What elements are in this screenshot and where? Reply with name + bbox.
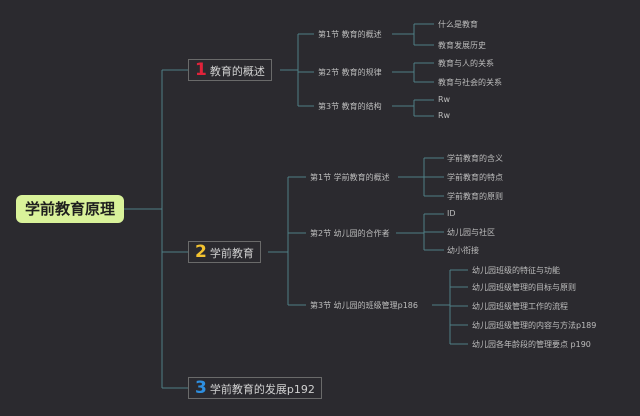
item-2-2-3[interactable]: 幼小衔接 [447, 246, 479, 255]
item-2-3-1[interactable]: 幼儿园班级的特征与功能 [472, 266, 560, 275]
section-1-3[interactable]: 第3节 教育的结构 [318, 102, 382, 111]
item-2-3-3[interactable]: 幼儿园班级管理工作的流程 [472, 302, 568, 311]
item-1-1-1[interactable]: 什么是教育 [438, 20, 478, 29]
item-2-3-4[interactable]: 幼儿园班级管理的内容与方法p189 [472, 321, 597, 330]
connector-branch1-sec1 [392, 23, 434, 46]
connector-branch2-sec2 [396, 213, 444, 251]
item-2-2-1[interactable]: ID [447, 209, 456, 218]
connector-branch1 [280, 33, 314, 107]
branch-3-number: 3 [195, 378, 207, 398]
section-2-3[interactable]: 第3节 幼儿园的班级管理p186 [310, 301, 418, 310]
branch-2-label: 学前教育 [209, 247, 254, 260]
branch-3-label: 学前教育的发展p192 [209, 383, 315, 396]
item-2-3-2[interactable]: 幼儿园班级管理的目标与原则 [472, 283, 576, 292]
root-topic[interactable]: 学前教育原理 [16, 195, 124, 223]
item-1-2-1[interactable]: 教育与人的关系 [438, 59, 494, 68]
item-2-1-2[interactable]: 学前教育的特点 [447, 173, 503, 182]
item-2-1-1[interactable]: 学前教育的含义 [447, 154, 503, 163]
connector-branch2-sec3 [432, 269, 468, 345]
connector-branch2-sec1 [398, 157, 444, 197]
item-2-1-3[interactable]: 学前教育的原则 [447, 192, 503, 201]
branch-1-number: 1 [195, 60, 207, 80]
connector-root-branch [124, 69, 188, 389]
connector-branch1-sec3 [392, 99, 434, 117]
item-1-3-2[interactable]: Rw [438, 111, 451, 120]
section-1-2[interactable]: 第2节 教育的规律 [318, 68, 382, 77]
branch-1-label: 教育的概述 [209, 65, 265, 78]
item-1-2-2[interactable]: 教育与社会的关系 [438, 78, 502, 87]
section-2-1[interactable]: 第1节 学前教育的概述 [310, 173, 390, 182]
connector-branch1-sec2 [392, 62, 434, 83]
item-2-2-2[interactable]: 幼儿园与社区 [447, 228, 495, 237]
section-1-1[interactable]: 第1节 教育的概述 [318, 30, 382, 39]
connector-branch2 [268, 176, 306, 306]
branch-2-number: 2 [195, 242, 207, 262]
item-1-3-1[interactable]: Rw [438, 95, 451, 104]
item-2-3-5[interactable]: 幼儿园各年龄段的管理要点 p190 [472, 340, 591, 349]
section-2-2[interactable]: 第2节 幼儿园的合作者 [310, 229, 390, 238]
item-1-1-2[interactable]: 教育发展历史 [438, 41, 486, 50]
